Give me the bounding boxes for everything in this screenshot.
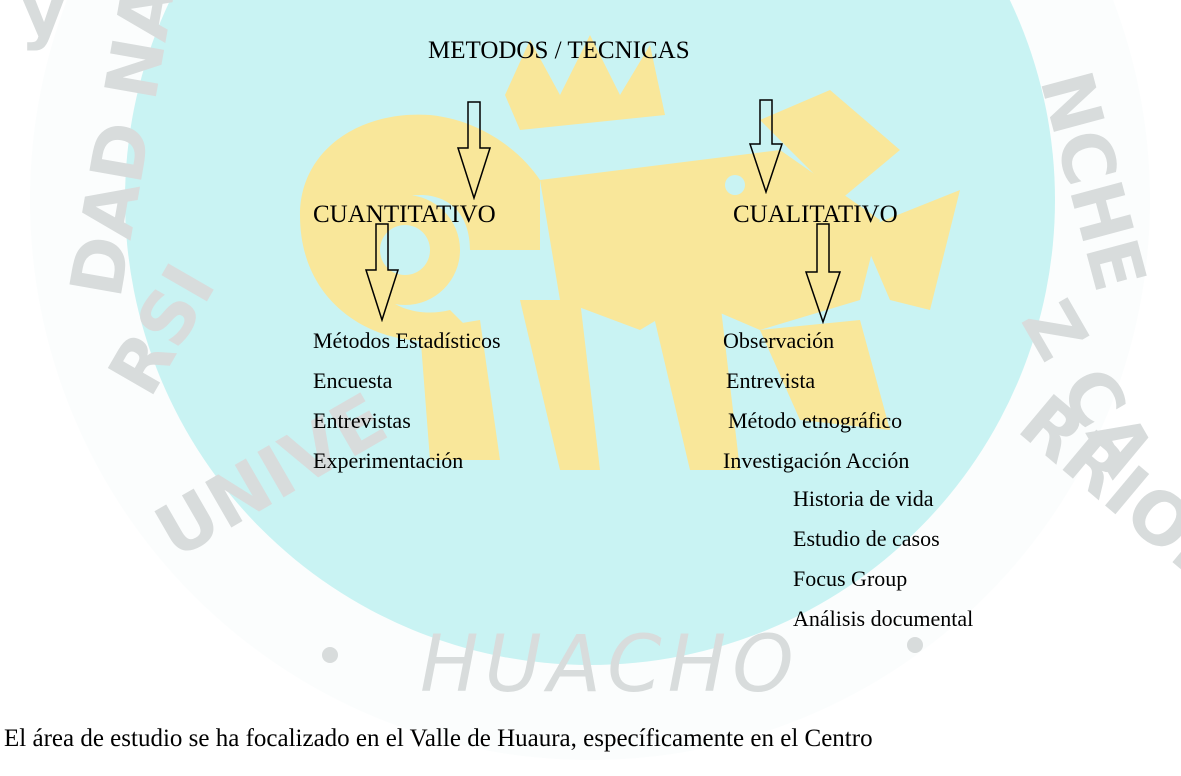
arrow-down-icon bbox=[456, 101, 492, 200]
diagram-root-title: METODOS / TECNICAS bbox=[428, 37, 690, 64]
seal-top-letter: y bbox=[20, 0, 67, 52]
branch-title-cualitativo: CUALITATIVO bbox=[733, 201, 898, 228]
arrow-down-icon bbox=[748, 99, 784, 194]
list-item: Experimentación bbox=[313, 448, 464, 473]
list-item: Entrevistas bbox=[313, 408, 411, 433]
sub-list-item: Historia de vida bbox=[793, 486, 934, 511]
sub-list-item: Focus Group bbox=[793, 566, 908, 591]
list-item: Entrevista bbox=[726, 368, 816, 393]
seal-bottom-text: HUACHO bbox=[420, 620, 800, 710]
branch-title-cuantitativo: CUANTITATIVO bbox=[313, 201, 496, 228]
list-item: Observación bbox=[723, 328, 835, 353]
list-item: Investigación Acción bbox=[723, 448, 910, 473]
body-paragraph: El área de estudio se ha focalizado en e… bbox=[4, 725, 873, 752]
list-item: Método etnográfico bbox=[728, 408, 903, 433]
sub-list-item: Estudio de casos bbox=[793, 526, 940, 551]
arrow-down-icon bbox=[804, 223, 842, 324]
list-item: Métodos Estadísticos bbox=[313, 328, 501, 353]
sub-list-item: Análisis documental bbox=[793, 606, 974, 631]
list-item: Encuesta bbox=[313, 368, 393, 393]
arrow-down-icon bbox=[364, 223, 400, 322]
